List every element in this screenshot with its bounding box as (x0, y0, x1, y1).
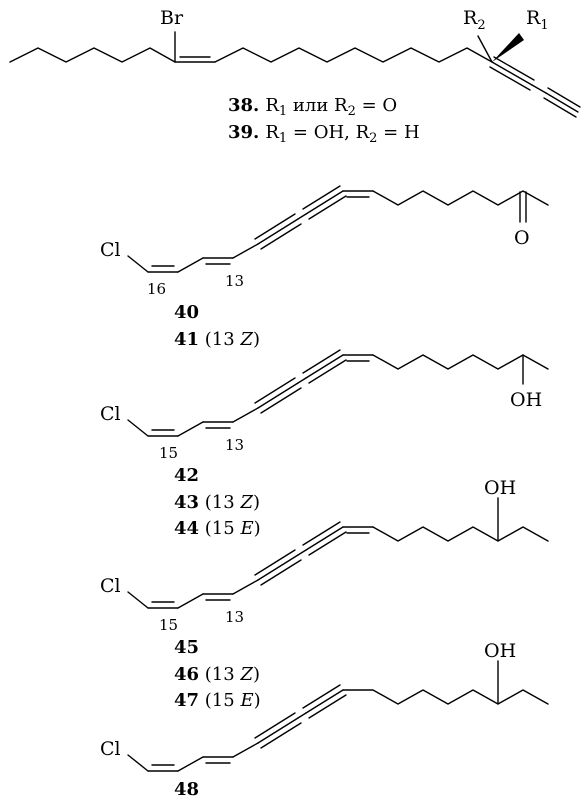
alkyne-b2 (302, 349, 341, 374)
br-label: Br (160, 7, 184, 29)
alkyl-chain-right (214, 47, 493, 63)
alkyne-a2 (254, 549, 296, 576)
structure-40-41: Cl O 16 13 40 41 (13 Z) (100, 185, 549, 350)
caption-44: 44 (15 E) (174, 518, 261, 539)
alkyne-a2 (254, 712, 296, 739)
cl-label: Cl (100, 403, 121, 425)
cl-bond (127, 754, 149, 772)
caption-46: 46 (13 Z) (174, 664, 260, 685)
chain (342, 689, 549, 705)
alkyne-b1 (305, 689, 344, 714)
to-alkyne (232, 243, 259, 259)
bond-to-r2 (477, 35, 493, 63)
alkyne-link (297, 712, 307, 719)
alkyne-b2 (302, 185, 341, 210)
alkyne-b1 (305, 526, 344, 551)
alkyne-b3 (308, 531, 347, 556)
alkyne-b3 (308, 195, 347, 220)
structure-45-47: Cl OH 15 13 45 46 (13 Z) 47 (15 E) (100, 477, 549, 711)
structure-42-44: Cl OH 15 13 42 43 (13 Z) 44 (15 E) (100, 349, 549, 539)
caption-48: 48 (174, 779, 199, 800)
alkyne-a3 (260, 387, 302, 414)
cl-bond (127, 591, 149, 609)
locant-15: 15 (159, 616, 178, 634)
caption-42: 42 (174, 465, 199, 486)
cl-label: Cl (100, 738, 121, 760)
cl-bond (127, 255, 149, 273)
chain (372, 190, 549, 206)
caption-39: 39.R1 = OH, R2 = H (228, 122, 420, 146)
alkyne-2a (545, 92, 579, 113)
to-alkyne (232, 742, 259, 758)
alkyne-b2 (302, 684, 341, 709)
alkyne-b1 (305, 190, 344, 215)
alkyne-a2 (254, 377, 296, 404)
alkyne-b3 (308, 694, 347, 719)
to-alkyne (232, 579, 259, 595)
alkyne-b3 (308, 359, 347, 384)
alkyne-link (297, 213, 307, 220)
alkyne-a1 (257, 554, 299, 581)
single-mid (177, 421, 204, 437)
chain (372, 354, 549, 370)
locant-13: 13 (225, 608, 244, 626)
to-alkyne (232, 407, 259, 423)
locant-16: 16 (147, 280, 166, 298)
cl-label: Cl (100, 575, 121, 597)
caption-40: 40 (174, 302, 199, 323)
single-mid (177, 593, 204, 609)
chain (372, 526, 549, 542)
caption-41: 41 (13 Z) (174, 329, 260, 350)
alkyne-1b (493, 56, 535, 81)
alkyne-b1 (305, 354, 344, 379)
alkyne-link (531, 84, 547, 94)
cl-label: Cl (100, 239, 121, 261)
alkyne-a3 (260, 559, 302, 586)
alkyne-link (297, 377, 307, 384)
oh-label: OH (484, 477, 516, 499)
alkyne-2b (547, 87, 581, 108)
r2-label: R2 (463, 7, 486, 33)
alkyne-a1 (257, 218, 299, 245)
alkyl-chain-left (9, 47, 176, 63)
alkyne-a2 (254, 213, 296, 240)
alkyne-b2 (302, 521, 341, 546)
cl-bond (127, 419, 149, 437)
caption-47: 47 (15 E) (174, 690, 261, 711)
r1-label: R1 (526, 7, 549, 33)
oh-label: OH (484, 640, 516, 662)
o-label: O (514, 227, 530, 249)
alkyne-a3 (260, 223, 302, 250)
caption-43: 43 (13 Z) (174, 492, 260, 513)
single-mid (177, 257, 204, 273)
oh-label: OH (510, 389, 542, 411)
alkyne-a1 (257, 717, 299, 744)
alkyne-1a (491, 61, 533, 86)
alkyne-link (297, 549, 307, 556)
structure-38-39: Br R2 R1 38.R1 или R2 = O 39.R1 = OH, R2… (9, 7, 581, 146)
single-mid (177, 756, 204, 772)
caption-45: 45 (174, 637, 199, 658)
alkyne-a3 (260, 722, 302, 749)
caption-38: 38.R1 или R2 = O (228, 95, 397, 119)
alkyne-2c (543, 97, 577, 118)
alkyne-1c (489, 66, 531, 91)
wedge-bond-r1 (492, 33, 524, 62)
structure-48: Cl OH 48 (100, 640, 549, 800)
alkyne-a1 (257, 382, 299, 409)
locant-13: 13 (225, 436, 244, 454)
locant-15: 15 (159, 444, 178, 462)
locant-13: 13 (225, 272, 244, 290)
